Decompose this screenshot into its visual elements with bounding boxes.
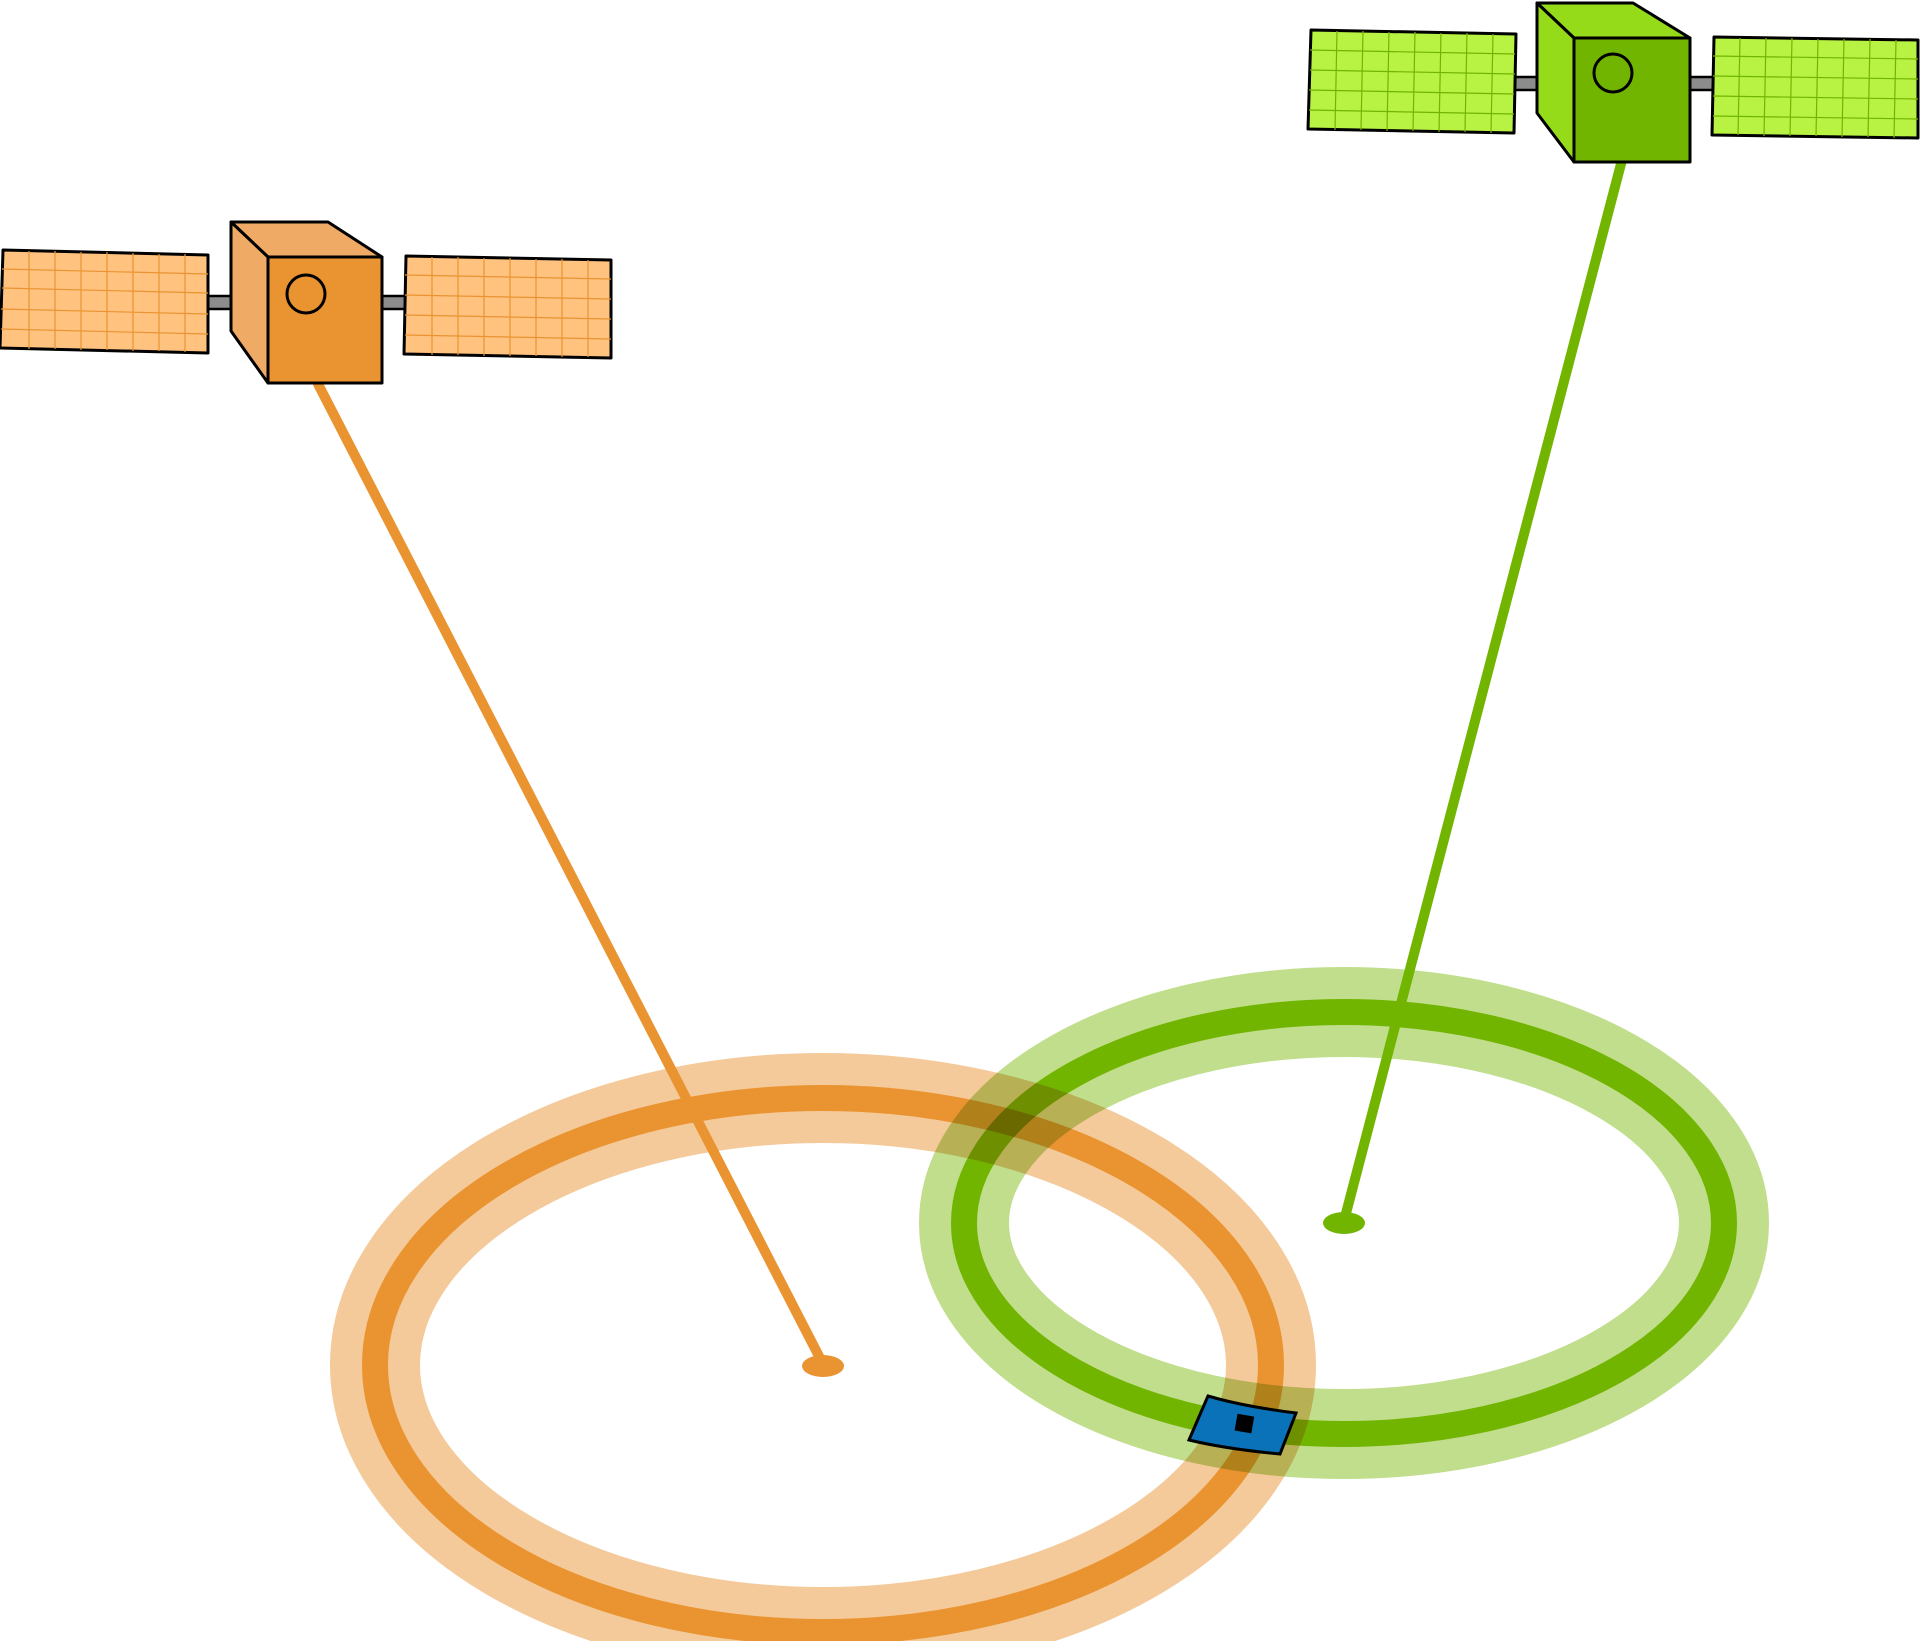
- orange-beam-footpoint: [802, 1355, 844, 1377]
- orange-left-solar-panel: [0, 248, 210, 355]
- receiver-chip: [1234, 1413, 1255, 1434]
- orange-left-panel-grid: [0, 251, 209, 352]
- green-lens: [1592, 52, 1634, 94]
- orange-right-panel-grid: [404, 257, 612, 357]
- orange-range-ring: [330, 1053, 1316, 1641]
- orange-beam: [313, 379, 828, 1369]
- orange-lens: [285, 273, 327, 315]
- green-ring-line: [951, 999, 1737, 1447]
- green-beam-footpoint: [1323, 1212, 1365, 1234]
- green-right-panel-grid: [1712, 37, 1919, 139]
- green-left-solar-panel: [1306, 28, 1518, 135]
- green-right-solar-panel: [1710, 35, 1920, 140]
- green-range-ring: [919, 967, 1769, 1479]
- orange-ring-line: [362, 1085, 1284, 1641]
- orange-satellite-icon: [0, 220, 613, 385]
- orange-right-solar-panel: [402, 254, 613, 360]
- green-beam: [1339, 155, 1627, 1226]
- receiver-icon: [1186, 1394, 1299, 1456]
- green-left-panel-grid: [1308, 30, 1516, 134]
- green-body-front: [1572, 36, 1692, 164]
- green-right-strut: [1688, 75, 1716, 92]
- green-satellite-icon: [1306, 1, 1920, 164]
- orange-body-front: [266, 255, 384, 385]
- orange-right-strut: [380, 294, 408, 311]
